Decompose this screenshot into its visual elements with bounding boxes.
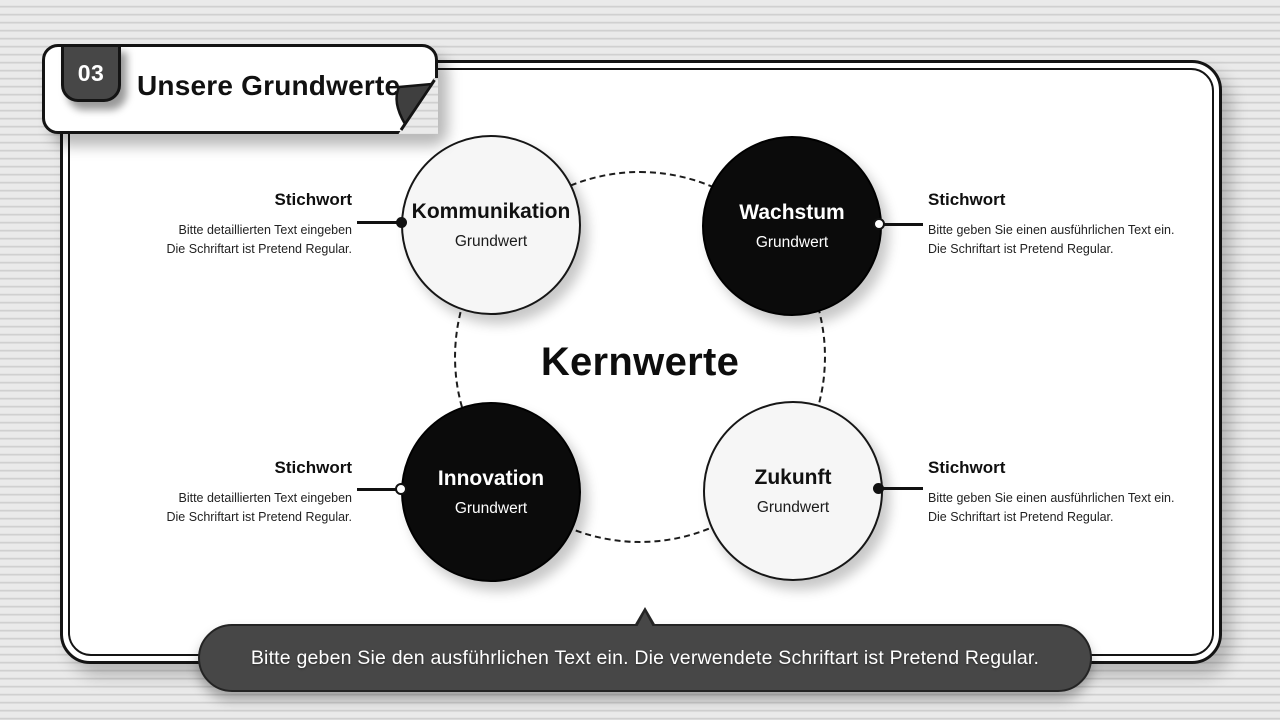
value-subtitle: Grundwert: [454, 499, 528, 517]
label-kommunikation: Stichwort Bitte detaillierten Text einge…: [112, 190, 353, 259]
label-line: Die Schriftart ist Pretend Regular.: [928, 510, 1114, 524]
value-subtitle: Grundwert: [755, 233, 829, 251]
center-title: Kernwerte: [540, 340, 740, 384]
footer-note-text: Bitte geben Sie den ausführlichen Text e…: [250, 646, 1040, 669]
connector-line: [873, 482, 923, 494]
connector-dot: [395, 483, 407, 495]
label-line: Die Schriftart ist Pretend Regular.: [166, 510, 353, 524]
section-number-badge: 03: [61, 44, 121, 102]
corner-fold: [388, 78, 438, 134]
header-card: 03 Unsere Grundwerte: [42, 44, 438, 134]
connector-dot: [873, 218, 885, 230]
connector-dot: [873, 482, 884, 494]
value-circle-zukunft: Zukunft Grundwert: [703, 401, 883, 581]
value-circle-kommunikation: Kommunikation Grundwert: [401, 135, 581, 315]
label-line: Die Schriftart ist Pretend Regular.: [166, 242, 353, 256]
value-subtitle: Grundwert: [756, 498, 830, 516]
label-line: Bitte geben Sie einen ausführlichen Text…: [928, 491, 1175, 505]
label-line: Bitte detaillierten Text eingeben: [178, 223, 353, 237]
value-name: Innovation: [437, 466, 545, 490]
section-number: 03: [77, 59, 105, 86]
value-name: Kommunikation: [411, 199, 571, 223]
dashed-orbit-circle: [454, 171, 826, 543]
label-heading: Stichwort: [274, 458, 352, 477]
label-line: Bitte geben Sie einen ausführlichen Text…: [928, 223, 1175, 237]
value-circle-innovation: Innovation Grundwert: [401, 402, 581, 582]
connector-line: [873, 218, 923, 230]
label-line: Bitte detaillierten Text eingeben: [178, 491, 353, 505]
connector-dot: [396, 216, 407, 228]
fold-icon: [395, 79, 436, 131]
connector-line: [357, 216, 407, 228]
pointer-icon: [637, 612, 653, 627]
label-zukunft: Stichwort Bitte geben Sie einen ausführl…: [928, 458, 1208, 527]
value-subtitle: Grundwert: [454, 232, 528, 250]
label-heading: Stichwort: [928, 190, 1006, 209]
footer-note: Bitte geben Sie den ausführlichen Text e…: [198, 607, 1092, 692]
label-innovation: Stichwort Bitte detaillierten Text einge…: [112, 458, 353, 527]
value-name: Wachstum: [739, 200, 845, 224]
value-name: Zukunft: [754, 465, 832, 489]
label-line: Die Schriftart ist Pretend Regular.: [928, 242, 1114, 256]
label-heading: Stichwort: [928, 458, 1006, 477]
label-wachstum: Stichwort Bitte geben Sie einen ausführl…: [928, 190, 1208, 259]
page-title: Unsere Grundwerte: [137, 70, 401, 101]
label-heading: Stichwort: [274, 190, 352, 209]
value-circle-wachstum: Wachstum Grundwert: [702, 136, 882, 316]
connector-line: [357, 483, 407, 495]
